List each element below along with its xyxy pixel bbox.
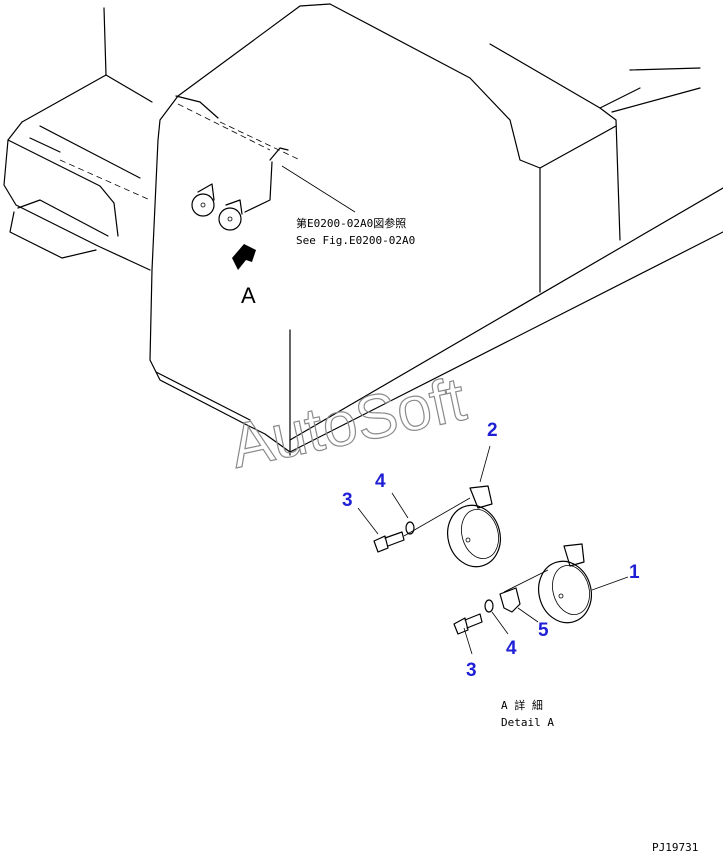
detail-caption-jp: A 詳 細: [501, 698, 543, 712]
bolt-axis-upper: [403, 497, 471, 537]
horn-part-2: [447, 485, 501, 568]
bolt-part-3-lower: [453, 613, 483, 635]
leader-5: [517, 607, 539, 623]
reference-en: See Fig.E0200-02A0: [296, 234, 415, 247]
leader-4-lower: [491, 611, 509, 635]
callout-3-lower: 3: [466, 660, 477, 681]
view-label-a: A: [241, 283, 256, 308]
leader-3-upper: [357, 507, 379, 535]
bolt-part-3-upper: [373, 531, 405, 553]
reference-leader: [281, 165, 356, 213]
washer-part-4-lower: [484, 599, 494, 613]
washer-part-4-upper: [405, 521, 415, 535]
horn-part-1: [538, 543, 592, 624]
figure-code: PJ19731: [652, 841, 698, 854]
bolt-axis-lower: [503, 569, 549, 593]
callout-4-upper: 4: [375, 471, 386, 492]
watermark-text: AutoSoft: [225, 365, 472, 482]
callout-5: 5: [538, 620, 549, 641]
horn-assembly-on-machine: [191, 183, 243, 231]
reference-jp: 第E0200-02A0図参照: [296, 216, 406, 230]
leader-4-upper: [391, 492, 409, 519]
view-arrow-a: [232, 244, 256, 270]
leader-3-lower: [463, 627, 473, 655]
detail-caption-en: Detail A: [501, 716, 554, 729]
spacer-part-5: [499, 587, 521, 613]
machine-body: [3, 3, 723, 456]
callout-4-lower: 4: [506, 638, 517, 659]
callout-1: 1: [629, 562, 640, 583]
leader-1: [591, 576, 629, 591]
callout-3-upper: 3: [342, 490, 353, 511]
leader-2: [479, 445, 491, 483]
callout-2: 2: [487, 420, 498, 441]
